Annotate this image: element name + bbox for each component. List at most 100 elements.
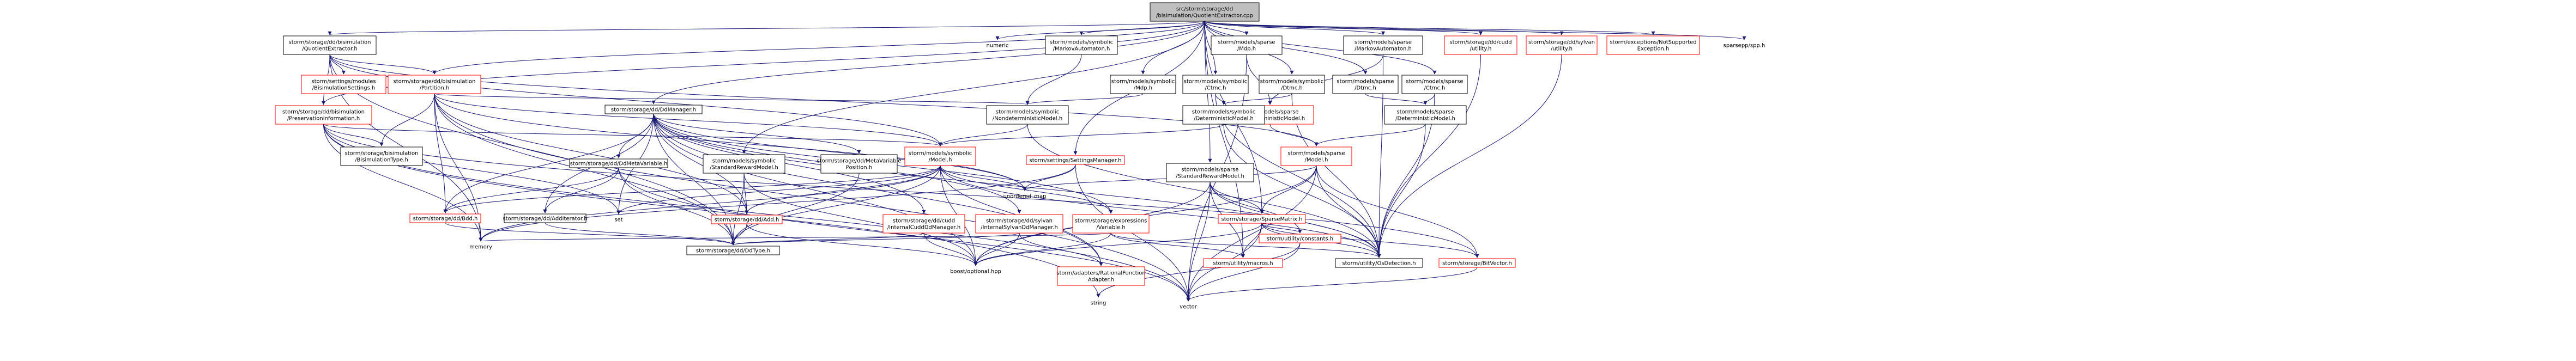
node-qe_h[interactable]: storm/storage/dd/bisimulation/QuotientEx… [283,35,377,55]
node-sparse_model[interactable]: storm/models/sparse/Model.h [1280,146,1352,166]
node-sym_nondet[interactable]: storm/models/symbolic/NondeterministicMo… [986,105,1069,125]
node-label-sym_reward-1: /StandardRewardModel.h [710,165,778,171]
node-label-expr_var-0: storm/storage/expressions [1075,218,1147,224]
node-ddmanager[interactable]: storm/storage/dd/DdManager.h [604,105,703,114]
node-box-sparse_dtmc [1332,75,1399,94]
node-label-sparsepp-0: sparsepp/spp.h [1724,43,1765,49]
edge-expr_var-to-macros [1110,232,1245,258]
edge-sym_model-to-bdd [443,165,941,213]
edge-root-to-sym_ma [1079,21,1205,35]
node-box-sylvan_ddmgr [975,214,1063,234]
edge-sylvan_ddmgr-to-ddtype [731,232,1020,246]
node-label-metavar_pos-0: storm/storage/dd/MetaVariable [817,158,901,164]
node-sparse_ma[interactable]: storm/models/sparse/MarkovAutomaton.h [1343,35,1423,55]
node-box-rational_adapter [1057,266,1145,286]
node-os_detection[interactable]: storm/utility/OsDetection.h [1335,258,1423,268]
node-box-dd_metavar [569,158,668,168]
node-sym_det[interactable]: storm/models/symbolic/DeterministicModel… [1182,105,1265,125]
node-constants[interactable]: storm/utility/constants.h [1259,234,1341,243]
edge-pres_info-to-memory [323,124,483,242]
node-box-settings_mgr [1026,155,1125,165]
node-label-pres_info-0: storm/storage/dd/bisimulation [282,109,365,115]
node-bisim_settings[interactable]: storm/settings/modules/BisimulationSetti… [301,75,386,94]
node-root[interactable]: src/storm/storage/dd/bisimulation/Quotie… [1150,2,1260,22]
edge-bdd-to-ddtype [445,222,735,246]
node-dd_metavar[interactable]: storm/storage/dd/DdMetaVariable.h [569,158,668,168]
node-sparse_dtmc[interactable]: storm/models/sparse/Dtmc.h [1332,75,1399,94]
node-expr_var[interactable]: storm/storage/expressions/Variable.h [1072,214,1150,234]
edge-sparse_matrix-to-boost_optional [973,223,1262,266]
node-label-os_detection-0: storm/utility/OsDetection.h [1342,261,1416,267]
node-pres_info[interactable]: storm/storage/dd/bisimulation/Preservati… [275,105,372,125]
edge-root-to-qe_h [328,21,1205,35]
node-label-bisim_type-1: /BisimulationType.h [355,157,408,163]
node-sparse_ctmc[interactable]: storm/models/sparse/Ctmc.h [1401,75,1468,94]
node-string: string [1091,301,1106,307]
node-sym_dtmc[interactable]: storm/models/symbolic/Dtmc.h [1259,75,1325,94]
edge-sym_ma-to-sym_nondet [1025,54,1082,105]
edge-expr_var-to-memory [479,232,1111,242]
node-cudd_ddmgr[interactable]: storm/storage/dd/cudd/InternalCuddDdMana… [882,214,965,234]
edge-sparse_nondet-to-sparse_model [1269,124,1319,146]
edge-root-to-cudd_utility [1204,21,1483,35]
node-box-ddtype [686,246,780,255]
node-sym_model[interactable]: storm/models/symbolic/Model.h [904,146,976,166]
node-label-numeric-0: numeric [987,43,1009,49]
node-ddtype[interactable]: storm/storage/dd/DdType.h [686,246,780,255]
edge-root-to-sparse_ctmc [1204,21,1437,75]
node-label-rational_adapter-1: Adapter.h [1088,277,1114,283]
node-sparse_reward[interactable]: storm/models/sparse/StandardRewardModel.… [1166,163,1254,182]
node-sym_mdp[interactable]: storm/models/symbolic/Mdp.h [1110,75,1176,94]
edge-bisim_partition-to-sym_model [434,93,942,146]
node-sylvan_ddmgr[interactable]: storm/storage/dd/sylvan/InternalSylvanDd… [975,214,1063,234]
edge-cudd_ddmgr-to-ddtype [731,232,924,246]
node-settings_mgr[interactable]: storm/settings/SettingsManager.h [1026,155,1125,165]
node-sparse_matrix[interactable]: storm/storage/SparseMatrix.h [1218,214,1306,224]
node-cudd_utility[interactable]: storm/storage/dd/cudd/utility.h [1444,35,1517,55]
node-label-bdd-0: storm/storage/dd/Bdd.h [413,216,478,222]
node-sym_ma[interactable]: storm/models/symbolic/MarkovAutomaton.h [1045,35,1118,55]
node-box-sym_mdp [1110,75,1176,94]
edge-bisim_partition-to-vector [434,93,1190,302]
node-sparse_mdp[interactable]: storm/models/sparse/Mdp.h [1211,35,1283,55]
node-label-sparse_ctmc-0: storm/models/sparse [1406,79,1463,85]
node-label-not_supported-1: Exception.h [1637,46,1670,52]
node-add[interactable]: storm/storage/dd/Add.h [711,215,783,224]
node-bisim_type[interactable]: storm/storage/bisimulation/BisimulationT… [340,146,423,166]
node-label-sparse_model-1: /Model.h [1305,157,1328,163]
node-bdd[interactable]: storm/storage/dd/Bdd.h [409,213,481,223]
node-label-sparse_dtmc-0: storm/models/sparse [1337,79,1394,85]
node-sylvan_utility[interactable]: storm/storage/dd/sylvan/utility.h [1526,35,1598,55]
node-bisim_partition[interactable]: storm/storage/dd/bisimulation/Partition.… [388,75,481,94]
edge-root-to-sparse_dtmc [1204,21,1368,75]
node-sparse_det[interactable]: storm/models/sparse/DeterministicModel.h [1384,105,1467,125]
node-sym_ctmc[interactable]: storm/models/symbolic/Ctmc.h [1182,75,1249,94]
edge-expr_var-to-boost_optional [973,232,1111,266]
node-label-sparse_det-1: /DeterministicModel.h [1395,116,1455,122]
node-box-sym_dtmc [1259,75,1325,94]
node-box-sparse_ma [1343,35,1423,55]
node-sym_reward[interactable]: storm/models/symbolic/StandardRewardMode… [703,154,785,174]
node-macros[interactable]: storm/utility/macros.h [1203,258,1283,268]
node-label-sparse_reward-1: /StandardRewardModel.h [1176,174,1244,180]
node-label-root-1: /bisimulation/QuotientExtractor.cpp [1156,13,1253,19]
edge-sparse_reward-to-vector [1186,181,1211,302]
node-label-sym_dtmc-0: storm/models/symbolic [1260,79,1323,85]
edge-sym_model-to-unordered_map [940,165,1027,191]
edge-expr_var-to-os_detection [1110,232,1381,258]
edge-sparse_mdp-to-sparse_nondet [1246,54,1272,105]
node-label-string-0: string [1091,301,1106,307]
node-vector: vector [1180,304,1198,310]
edge-dd_metavar-to-ddtype [618,167,735,246]
node-memory: memory [469,244,492,250]
node-bitvector[interactable]: storm/storage/BitVector.h [1438,258,1516,268]
node-box-bdd [409,213,481,223]
edge-sparse_model-to-bitvector [1316,165,1479,258]
node-add_iter[interactable]: storm/storage/dd/AddIterator.h [503,213,588,223]
edge-ddmanager-to-rational_adapter [653,113,1103,266]
edge-sparse_matrix-to-constants [1261,223,1302,234]
edge-ddmanager-to-metavar_pos [653,113,861,154]
